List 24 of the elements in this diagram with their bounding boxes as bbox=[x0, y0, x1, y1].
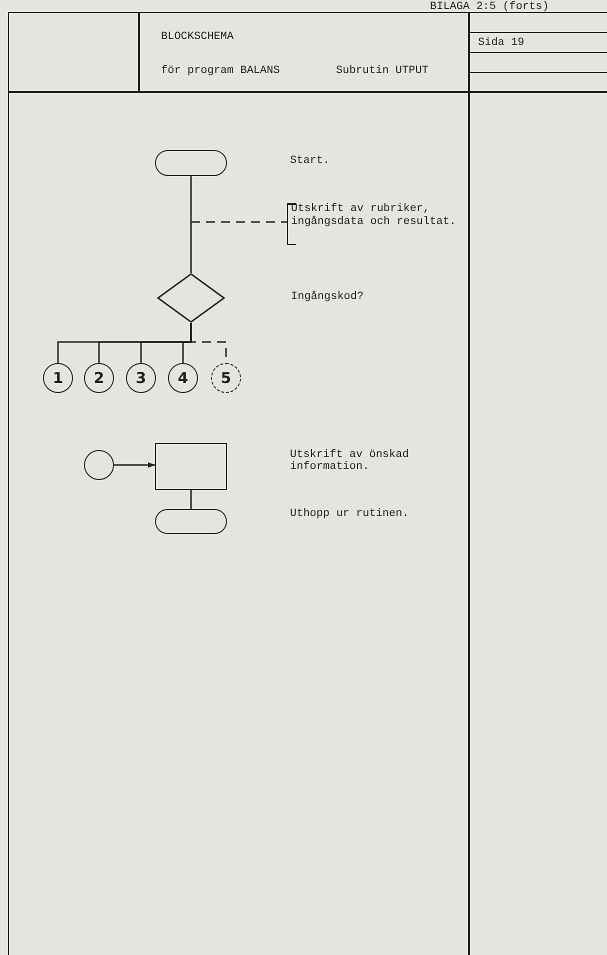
step-description: Start. bbox=[290, 155, 330, 167]
header-text: Sida 19 bbox=[478, 37, 524, 49]
connector-line bbox=[190, 490, 192, 509]
header-text: BLOCKSCHEMA bbox=[161, 31, 234, 43]
step-description: Uthopp ur rutinen. bbox=[290, 508, 409, 520]
connector-circle: 2 bbox=[84, 363, 114, 393]
header-text: Subrutin UTPUT bbox=[336, 65, 428, 77]
decision-diamond bbox=[157, 273, 225, 323]
header-text: för program BALANS bbox=[161, 65, 280, 77]
connector-line bbox=[190, 176, 192, 273]
terminal-shape bbox=[155, 509, 227, 534]
connector-circle bbox=[84, 450, 114, 480]
connector-circle: 5 bbox=[211, 363, 241, 393]
terminal-shape bbox=[155, 150, 227, 176]
connector-line bbox=[114, 462, 155, 468]
header-text: BILAGA 2:5 (forts) bbox=[430, 1, 549, 13]
process-box bbox=[155, 443, 227, 490]
leader-line bbox=[191, 221, 287, 223]
annotation-text: Utskrift av rubriker, ingångsdata och resultat. bbox=[287, 203, 463, 245]
step-description: Ingångskod? bbox=[291, 291, 364, 303]
connector-circle: 4 bbox=[168, 363, 198, 393]
connector-circle: 3 bbox=[126, 363, 156, 393]
connector-circle: 1 bbox=[43, 363, 73, 393]
step-description: Utskrift av önskad information. bbox=[290, 449, 410, 473]
